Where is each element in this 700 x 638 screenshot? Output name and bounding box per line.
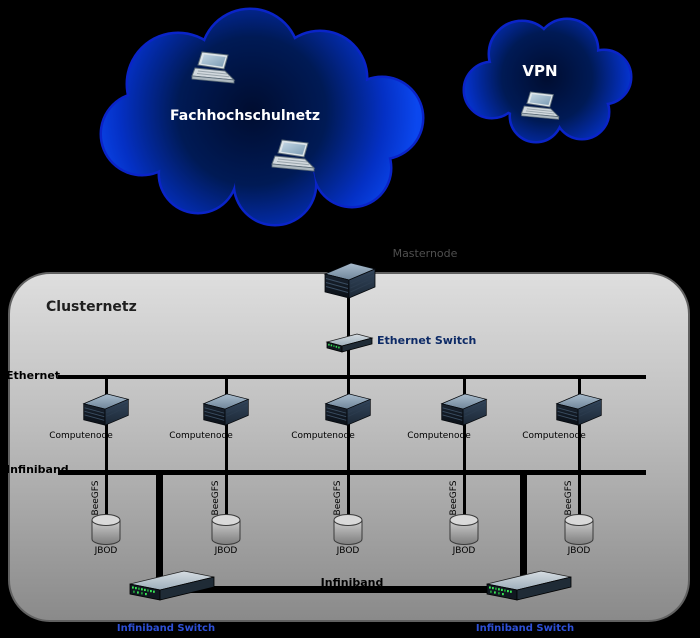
infiniband-bus-line bbox=[58, 470, 646, 475]
infiniband-link-line bbox=[156, 586, 527, 593]
jbod-icon bbox=[449, 514, 479, 545]
beegfs-label: BeeGFS bbox=[333, 480, 343, 516]
laptop-icon bbox=[520, 91, 560, 120]
fachhochschulnetz-cloud: Fachhochschulnetz bbox=[70, 6, 435, 231]
laptop-icon bbox=[191, 51, 236, 84]
beegfs-label: BeeGFS bbox=[449, 480, 459, 516]
computenode-icon bbox=[202, 393, 250, 426]
jbod-label: JBOD bbox=[452, 546, 476, 556]
jbod-label: JBOD bbox=[94, 546, 118, 556]
node-link-line bbox=[578, 377, 581, 517]
node-link-line bbox=[463, 377, 466, 517]
ethernet-bus-line bbox=[58, 375, 646, 379]
beegfs-label: BeeGFS bbox=[91, 480, 101, 516]
beegfs-label: BeeGFS bbox=[564, 480, 574, 516]
infiniband-switch-label: Infiniband Switch bbox=[475, 623, 575, 634]
cloud-label-vpn: VPN bbox=[522, 62, 558, 80]
computenode-icon bbox=[440, 393, 488, 426]
laptop-icon bbox=[271, 139, 316, 172]
node-link-line bbox=[105, 377, 108, 517]
computenode-label: Computenode bbox=[291, 431, 355, 441]
node-link-line bbox=[347, 377, 350, 517]
infiniband-switch-uplink-line bbox=[156, 472, 163, 594]
ethernet-bus-label: Ethernet bbox=[6, 369, 61, 382]
computenode-label: Computenode bbox=[49, 431, 113, 441]
computenode-icon bbox=[555, 393, 603, 426]
infiniband-switch-uplink-line bbox=[520, 472, 527, 594]
jbod-label: JBOD bbox=[567, 546, 591, 556]
jbod-icon bbox=[211, 514, 241, 545]
node-link-line bbox=[225, 377, 228, 517]
infiniband-switch-icon bbox=[129, 570, 215, 601]
jbod-icon bbox=[333, 514, 363, 545]
cluster-title: Clusternetz bbox=[46, 299, 137, 315]
infiniband-switch-icon bbox=[486, 570, 572, 601]
jbod-icon bbox=[91, 514, 121, 545]
computenode-icon bbox=[324, 393, 372, 426]
cloud-label-fachhochschulnetz: Fachhochschulnetz bbox=[170, 108, 320, 124]
masternode-icon bbox=[323, 262, 377, 299]
jbod-label: JBOD bbox=[336, 546, 360, 556]
beegfs-label: BeeGFS bbox=[211, 480, 221, 516]
computenode-label: Computenode bbox=[169, 431, 233, 441]
masternode-label: Masternode bbox=[392, 247, 458, 260]
ethernet-switch-icon bbox=[325, 333, 374, 353]
vpn-cloud: VPN bbox=[452, 12, 642, 157]
infiniband-switch-label: Infiniband Switch bbox=[116, 623, 216, 634]
computenode-label: Computenode bbox=[522, 431, 586, 441]
infiniband-bus-label: Infiniband bbox=[6, 463, 69, 476]
ethernet-switch-label: Ethernet Switch bbox=[377, 334, 477, 347]
computenode-icon bbox=[82, 393, 130, 426]
jbod-label: JBOD bbox=[214, 546, 238, 556]
computenode-label: Computenode bbox=[407, 431, 471, 441]
jbod-icon bbox=[564, 514, 594, 545]
cloud-shape bbox=[462, 17, 633, 144]
infiniband-link-label: Infiniband bbox=[320, 576, 384, 589]
